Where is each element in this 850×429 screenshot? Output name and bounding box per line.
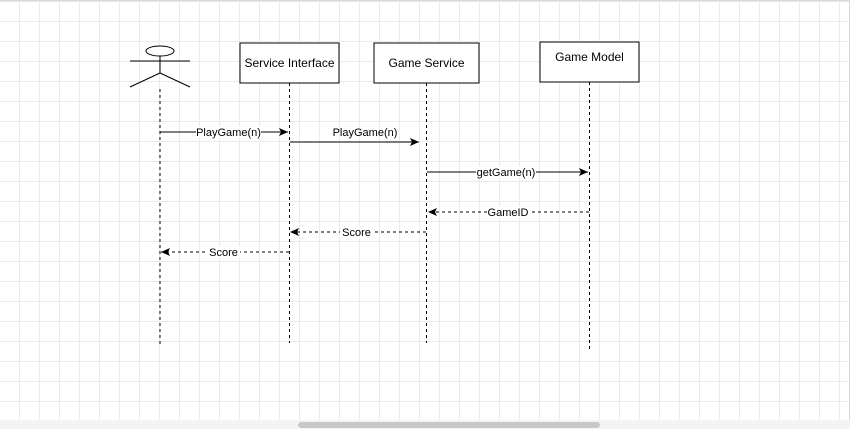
participant-game-model[interactable]: Game Model [539, 41, 640, 351]
participant-service-interface[interactable]: Service Interface [239, 42, 340, 343]
message-label: Score [342, 227, 371, 239]
game-model-label: Game Model [555, 50, 624, 64]
game-service-box [373, 42, 480, 84]
message-label-bg [487, 206, 529, 218]
horizontal-scrollbar-thumb[interactable] [298, 422, 600, 428]
message-score-return-to-service-interface[interactable]: Score [290, 226, 426, 239]
diagram-canvas[interactable]: Service Interface Game Service Game Mode… [0, 0, 850, 420]
message-label-bg [340, 226, 373, 238]
message-label-bg [476, 166, 536, 178]
message-label: getGame(n) [477, 167, 536, 179]
stick-figure-actor-icon [129, 45, 191, 88]
service-interface-label: Service Interface [244, 56, 334, 70]
message-playgame-to-game-service[interactable]: PlayGame(n) [290, 127, 419, 146]
message-label-bg [207, 246, 240, 258]
message-gameid-return[interactable]: GameID [428, 206, 589, 219]
actor-participant[interactable] [129, 45, 191, 347]
message-label: PlayGame(n) [333, 127, 398, 139]
message-playgame-to-service-interface[interactable]: PlayGame(n) [160, 126, 288, 139]
message-getgame-to-game-model[interactable]: getGame(n) [427, 166, 588, 179]
service-interface-box [239, 42, 340, 84]
message-label: PlayGame(n) [196, 127, 261, 139]
sequence-diagram: Service Interface Game Service Game Mode… [129, 41, 640, 351]
game-model-box [539, 41, 640, 83]
message-label: Score [209, 247, 238, 259]
message-label: GameID [488, 207, 529, 219]
message-label-bg [196, 126, 261, 138]
game-service-label: Game Service [388, 56, 464, 70]
message-score-return-to-actor[interactable]: Score [161, 246, 289, 259]
participant-game-service[interactable]: Game Service [373, 42, 480, 343]
